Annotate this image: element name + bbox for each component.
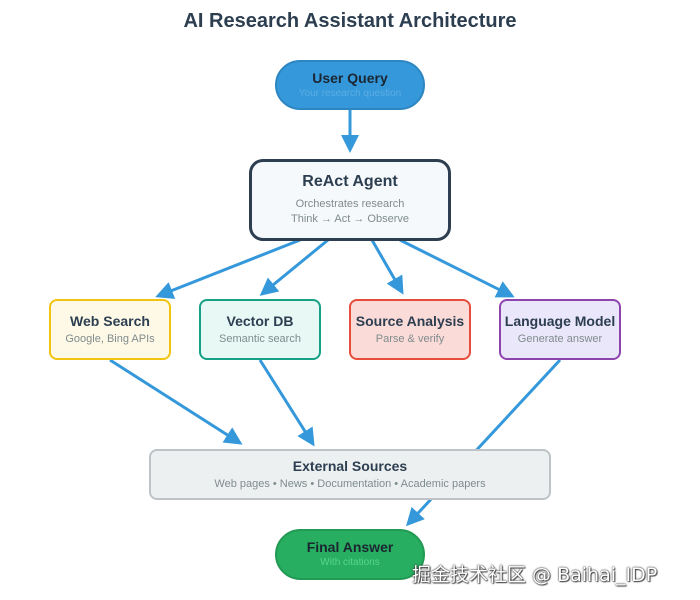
react-agent-title: ReAct Agent <box>302 173 398 190</box>
web-search-node: Web Search Google, Bing APIs <box>49 299 171 360</box>
react-agent-line1: Orchestrates research <box>295 198 405 210</box>
source-analysis-subtitle: Parse & verify <box>375 332 445 345</box>
arrow-agent-to-web-search <box>155 238 301 299</box>
final-answer-title: Final Answer <box>306 539 394 555</box>
language-model-node: Language Model Generate answer <box>499 299 621 360</box>
user-query-title: User Query <box>312 69 388 86</box>
source-analysis-node: Source Analysis Parse & verify <box>349 299 471 360</box>
external-sources-title: External Sources <box>292 457 408 474</box>
final-answer-subtitle: With citations <box>320 557 380 568</box>
language-model-subtitle: Generate answer <box>517 332 603 345</box>
language-model-title: Language Model <box>504 312 616 329</box>
arrow-agent-to-vector-db <box>259 238 329 296</box>
external-sources-subtitle: Web pages • News • Documentation • Acade… <box>214 477 486 490</box>
external-sources-node: External Sources Web pages • News • Docu… <box>149 449 551 500</box>
vector-db-node: Vector DB Semantic search <box>199 299 321 360</box>
final-answer-node: Final Answer With citations <box>275 529 425 580</box>
source-analysis-title: Source Analysis <box>355 312 465 329</box>
vector-db-subtitle: Semantic search <box>219 332 301 345</box>
web-search-subtitle: Google, Bing APIs <box>65 332 155 345</box>
arrow-agent-to-source-analysis <box>370 239 404 295</box>
web-search-title: Web Search <box>70 312 150 329</box>
user-query-subtitle: Your research question <box>298 87 402 99</box>
diagram-title: AI Research Assistant Architecture <box>183 10 517 32</box>
watermark-text: 掘金技术社区 @ Baihai_IDP <box>412 564 658 586</box>
arrow-agent-to-language-model <box>399 238 515 298</box>
arrow-vector-db-to-sources <box>258 359 315 447</box>
react-agent-line2: Think → Act → Observe <box>291 213 409 225</box>
react-agent-node: ReAct Agent Orchestrates research Think … <box>249 159 451 241</box>
user-query-node: User Query Your research question <box>275 60 425 110</box>
vector-db-title: Vector DB <box>226 312 294 329</box>
arrow-web-search-to-sources <box>109 358 243 445</box>
